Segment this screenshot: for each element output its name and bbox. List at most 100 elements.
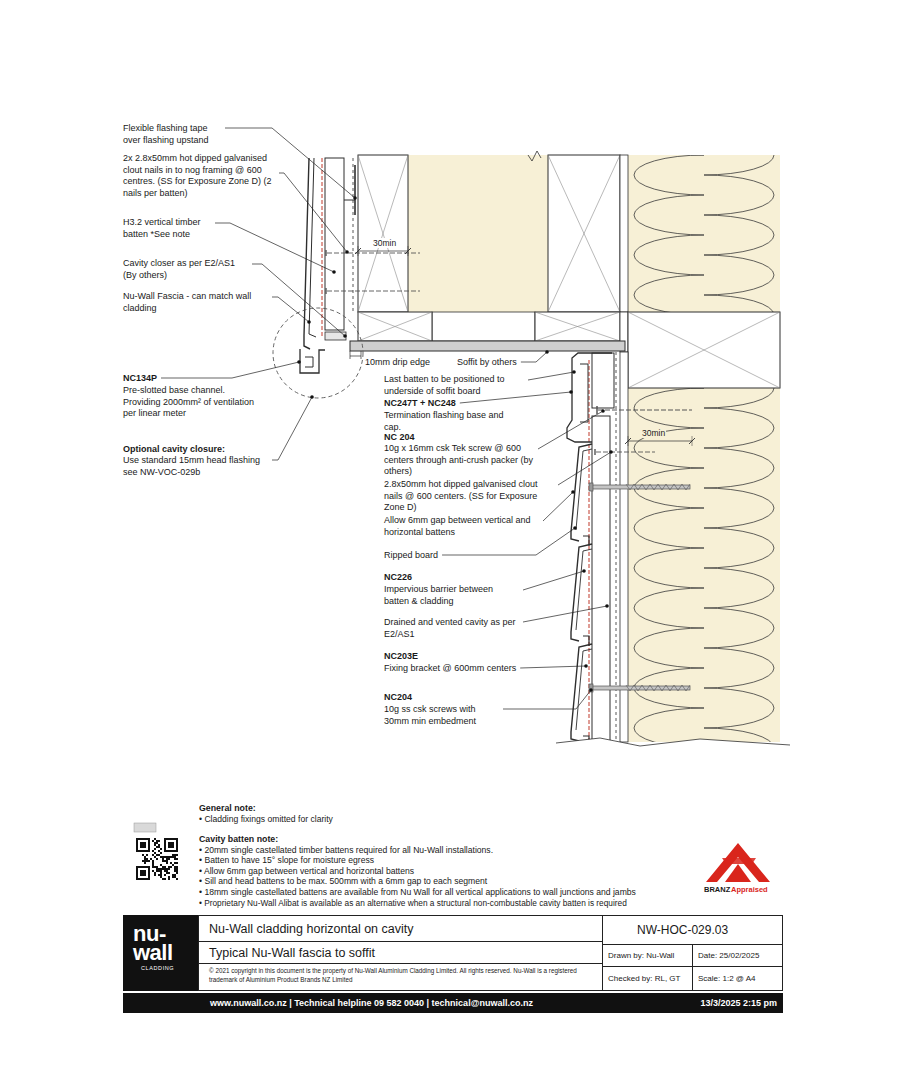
qr-cell — [162, 858, 164, 860]
qr-cell — [154, 838, 156, 840]
note-text: • Allow 6mm gap between vertical and hor… — [199, 866, 414, 876]
leader-dot — [571, 490, 575, 494]
leader-line — [543, 492, 573, 521]
note-text: • Proprietary Nu-Wall Alibat is availabl… — [199, 898, 627, 908]
date-cell: Date: 25/02/2025 — [692, 944, 783, 967]
impervious-barrier — [322, 158, 323, 338]
screw-shank — [592, 485, 690, 489]
qr-cell — [158, 840, 160, 842]
qr-cell — [168, 856, 170, 858]
qr-cell — [154, 874, 156, 876]
ceiling-lining-fill — [358, 155, 628, 312]
qr-cell — [152, 854, 154, 856]
callout-text: Pre-slotted base channel. Providing 2000… — [123, 385, 263, 420]
leader-line — [279, 173, 347, 252]
part-code: NC247T + NC248 — [384, 398, 456, 410]
cavity-closer — [325, 332, 346, 340]
qr-cell — [172, 864, 174, 866]
top-plate-cross — [535, 312, 620, 341]
leader-dot — [310, 395, 314, 399]
callout-text: Termination flashing base and cap. — [384, 410, 514, 433]
qr-cell — [156, 870, 158, 872]
callout-text: Cavity closer as per E2/AS1 (By others) — [123, 258, 248, 281]
building-wrap — [353, 158, 354, 312]
qr-cell — [160, 868, 162, 870]
top-plate-cross — [358, 312, 432, 341]
qr-cell — [142, 860, 144, 862]
top-plate — [358, 312, 432, 341]
leader-dot — [609, 450, 613, 454]
qr-cell — [162, 878, 164, 880]
nail-head — [594, 449, 595, 455]
dimension-extension — [692, 436, 693, 446]
qr-cell — [172, 876, 174, 878]
qr-cell — [176, 868, 178, 870]
callout-text: Drained and vented cavity as per E2/AS1 — [384, 617, 519, 640]
drawing-subtitle: Typical Nu-Wall fascia to soffit — [199, 942, 602, 964]
detail-circle — [273, 308, 363, 398]
note-text: • 20mm single castellated timber battens… — [199, 845, 493, 855]
top-plate — [535, 312, 620, 341]
callout-text: Ripped board — [384, 550, 438, 562]
qr-cell — [164, 870, 166, 872]
qr-cell — [174, 856, 176, 858]
dimension-extension — [408, 246, 409, 256]
qr-cell — [166, 858, 168, 860]
flashing-upstand — [344, 200, 355, 201]
callout-text: Impervious barrier between batten & clad… — [384, 584, 519, 607]
cladding-board — [571, 444, 592, 541]
qr-cell — [176, 870, 178, 872]
note-text: • 18mm single castellated battens are av… — [199, 887, 636, 897]
title-cell: Nu-Wall cladding horizontal on cavityTyp… — [198, 915, 603, 991]
qr-cell — [156, 840, 158, 842]
callout-text: Flexible flashing tape over flashing ups… — [123, 123, 221, 146]
timber-stud-cross — [358, 155, 408, 312]
callout-text: Fixing bracket @ 600mm centers — [384, 663, 516, 675]
qr-cell — [168, 876, 170, 878]
leader-dot — [601, 409, 605, 413]
qr-cell — [158, 844, 160, 846]
branz-logo — [722, 858, 756, 864]
note-text: • Batten to have 15° slope for moisture … — [199, 855, 374, 865]
nog-framing — [432, 312, 535, 341]
leader-dot — [297, 360, 301, 364]
insulation-loop — [634, 195, 704, 235]
note-text: • Sill and head battens to be max. 500mm… — [199, 876, 487, 886]
screw-head — [589, 684, 593, 692]
qr-cell — [176, 866, 178, 868]
insulation-loop — [704, 688, 774, 728]
insulation-loop — [634, 388, 704, 428]
leader-line — [503, 690, 591, 709]
qr-cell — [164, 856, 166, 858]
insulation-loop — [634, 275, 704, 312]
leader-dot — [584, 664, 588, 668]
qr-cell — [170, 866, 172, 868]
qr-cell — [176, 854, 178, 856]
insulation-loop — [634, 155, 704, 195]
qr-cell — [152, 870, 154, 872]
branz-logo — [706, 843, 770, 882]
insulation-loop — [704, 408, 774, 448]
drawn-by-cell: Drawn by: Nu-Wall — [602, 944, 693, 967]
tek-screw — [598, 410, 692, 411]
insulation-loop — [704, 528, 774, 568]
dimension-text: 30min — [372, 238, 397, 248]
timber-batten — [325, 158, 344, 330]
qr-cell — [154, 856, 156, 858]
drawing-scale: Scale: 1:2 @ A4 — [698, 974, 756, 983]
qr-cell — [160, 852, 162, 854]
termination-cap — [580, 364, 588, 422]
qr-cell — [144, 860, 146, 862]
dimension-text: 30min — [641, 428, 666, 438]
qr-finder — [140, 842, 146, 848]
qr-cell — [150, 858, 152, 860]
callout-text: 2.8x50mm hot dipped galvanised clout nai… — [384, 479, 554, 514]
insulation-loop — [704, 175, 774, 215]
qr-cell — [172, 874, 174, 876]
leader-dot — [589, 688, 593, 692]
qr-cell — [158, 870, 160, 872]
qr-cell — [176, 878, 178, 880]
qr-cell — [160, 874, 162, 876]
screw-head — [596, 406, 598, 414]
leader-line — [520, 666, 586, 668]
